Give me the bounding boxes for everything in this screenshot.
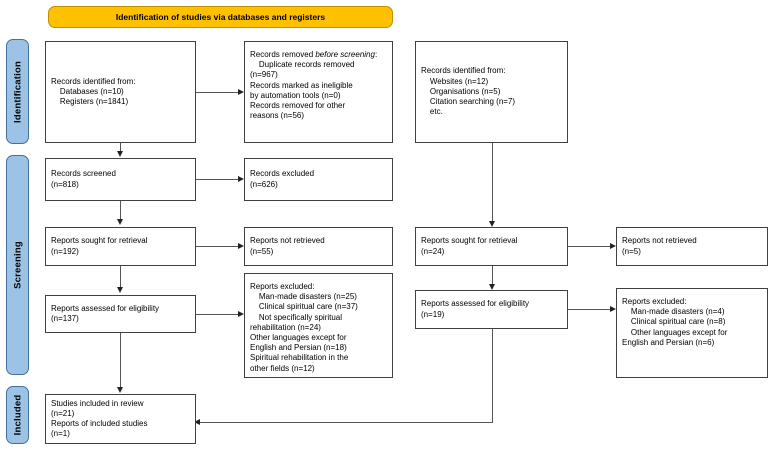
box-reports-assessed-right: Reports assessed for eligibility (n=19) <box>415 290 568 329</box>
box-records-identified-other-methods: Records identified from: Websites (n=12)… <box>415 41 568 143</box>
diagram-title-banner: Identification of studies via databases … <box>48 6 393 28</box>
box-reports-sought-left: Reports sought for retrieval (n=192) <box>45 227 196 266</box>
box-records-screened: Records screened (n=818) <box>45 158 196 201</box>
arrow-sought-right-to-assessed-right <box>489 284 495 290</box>
box-reports-excluded-right: Reports excluded: Man-made disasters (n=… <box>616 288 768 378</box>
records-removed-emphasis: before screening <box>315 50 375 59</box>
connector-sought-left-to-not-retrieved <box>196 246 238 247</box>
box-records-removed-before-screening: Records removed before screening: Duplic… <box>244 41 393 143</box>
connector-identified-to-screened <box>120 143 121 153</box>
arrow-screened-to-excluded <box>238 175 244 182</box>
box-reports-sought-right: Reports sought for retrieval (n=24) <box>415 227 568 266</box>
diagram-title: Identification of studies via databases … <box>115 12 326 22</box>
connector-assessed-left-to-included <box>120 333 121 389</box>
connector-assessed-right-to-included <box>200 422 493 423</box>
box-records-identified-other-methods-text: Records identified from: Websites (n=12)… <box>421 66 516 117</box>
phase-bar-identification: Identification <box>6 39 29 144</box>
box-studies-included-text: Studies included in review (n=21) Report… <box>51 398 148 439</box>
box-reports-not-retrieved-left: Reports not retrieved (n=55) <box>244 227 393 266</box>
box-reports-excluded-left-text: Reports excluded: Man-made disasters (n=… <box>250 282 358 373</box>
box-records-removed-before-screening-text: Records removed before screening: Duplic… <box>250 50 377 121</box>
phase-label-screening: Screening <box>12 241 23 289</box>
arrow-identified-to-screened <box>117 151 123 157</box>
arrow-other-methods-to-reports-sought <box>489 221 495 227</box>
box-reports-not-retrieved-right: Reports not retrieved (n=5) <box>616 227 768 266</box>
arrow-sought-left-to-not-retrieved <box>238 242 244 249</box>
arrow-assessed-right-to-excluded-right <box>610 305 616 312</box>
phase-bar-included: Included <box>6 386 29 444</box>
arrow-right-branch-to-included <box>194 418 200 425</box>
arrow-screened-to-sought <box>117 219 123 225</box>
box-reports-assessed-right-text: Reports assessed for eligibility (n=19) <box>421 299 530 319</box>
connector-identified-to-removed <box>196 92 238 93</box>
box-reports-sought-left-text: Reports sought for retrieval (n=192) <box>51 236 148 256</box>
connector-sought-right-to-assessed-right <box>492 266 493 286</box>
connector-sought-right-to-not-retrieved <box>568 246 610 247</box>
arrow-sought-right-to-not-retrieved <box>610 242 616 249</box>
phase-label-identification: Identification <box>12 60 23 123</box>
connector-assessed-right-down <box>492 329 493 422</box>
box-studies-included: Studies included in review (n=21) Report… <box>45 394 196 444</box>
box-reports-sought-right-text: Reports sought for retrieval (n=24) <box>421 236 518 256</box>
box-reports-excluded-right-text: Reports excluded: Man-made disasters (n=… <box>622 297 728 347</box>
phase-bar-screening: Screening <box>6 155 29 375</box>
box-reports-not-retrieved-right-text: Reports not retrieved (n=5) <box>622 236 697 256</box>
arrow-sought-left-to-assessed-left <box>117 287 123 293</box>
box-reports-excluded-left: Reports excluded: Man-made disasters (n=… <box>244 273 393 378</box>
box-records-identified-databases: Records identified from: Databases (n=10… <box>45 41 196 143</box>
connector-assessed-right-to-excluded-right <box>568 309 610 310</box>
box-reports-assessed-left-text: Reports assessed for eligibility (n=137) <box>51 303 160 323</box>
box-records-identified-databases-text: Records identified from: Databases (n=10… <box>51 76 136 107</box>
arrow-assessed-left-to-included <box>117 387 123 393</box>
connector-assessed-left-to-excluded-left <box>196 314 238 315</box>
box-reports-assessed-left: Reports assessed for eligibility (n=137) <box>45 295 196 333</box>
box-records-screened-text: Records screened (n=818) <box>51 169 116 189</box>
connector-sought-left-to-assessed-left <box>120 266 121 288</box>
box-reports-not-retrieved-left-text: Reports not retrieved (n=55) <box>250 236 325 256</box>
connector-screened-to-excluded <box>196 179 238 180</box>
arrow-assessed-left-to-excluded-left <box>238 310 244 317</box>
box-records-excluded-text: Records excluded (n=626) <box>250 169 315 189</box>
connector-screened-to-sought <box>120 201 121 219</box>
box-records-excluded: Records excluded (n=626) <box>244 158 393 201</box>
records-removed-lead: Records removed <box>250 50 316 59</box>
connector-other-methods-to-reports-sought <box>492 143 493 223</box>
arrow-identified-to-removed <box>238 88 244 95</box>
phase-label-included: Included <box>12 394 23 436</box>
records-removed-rest: : Duplicate records removed (n=967) Reco… <box>250 50 378 121</box>
